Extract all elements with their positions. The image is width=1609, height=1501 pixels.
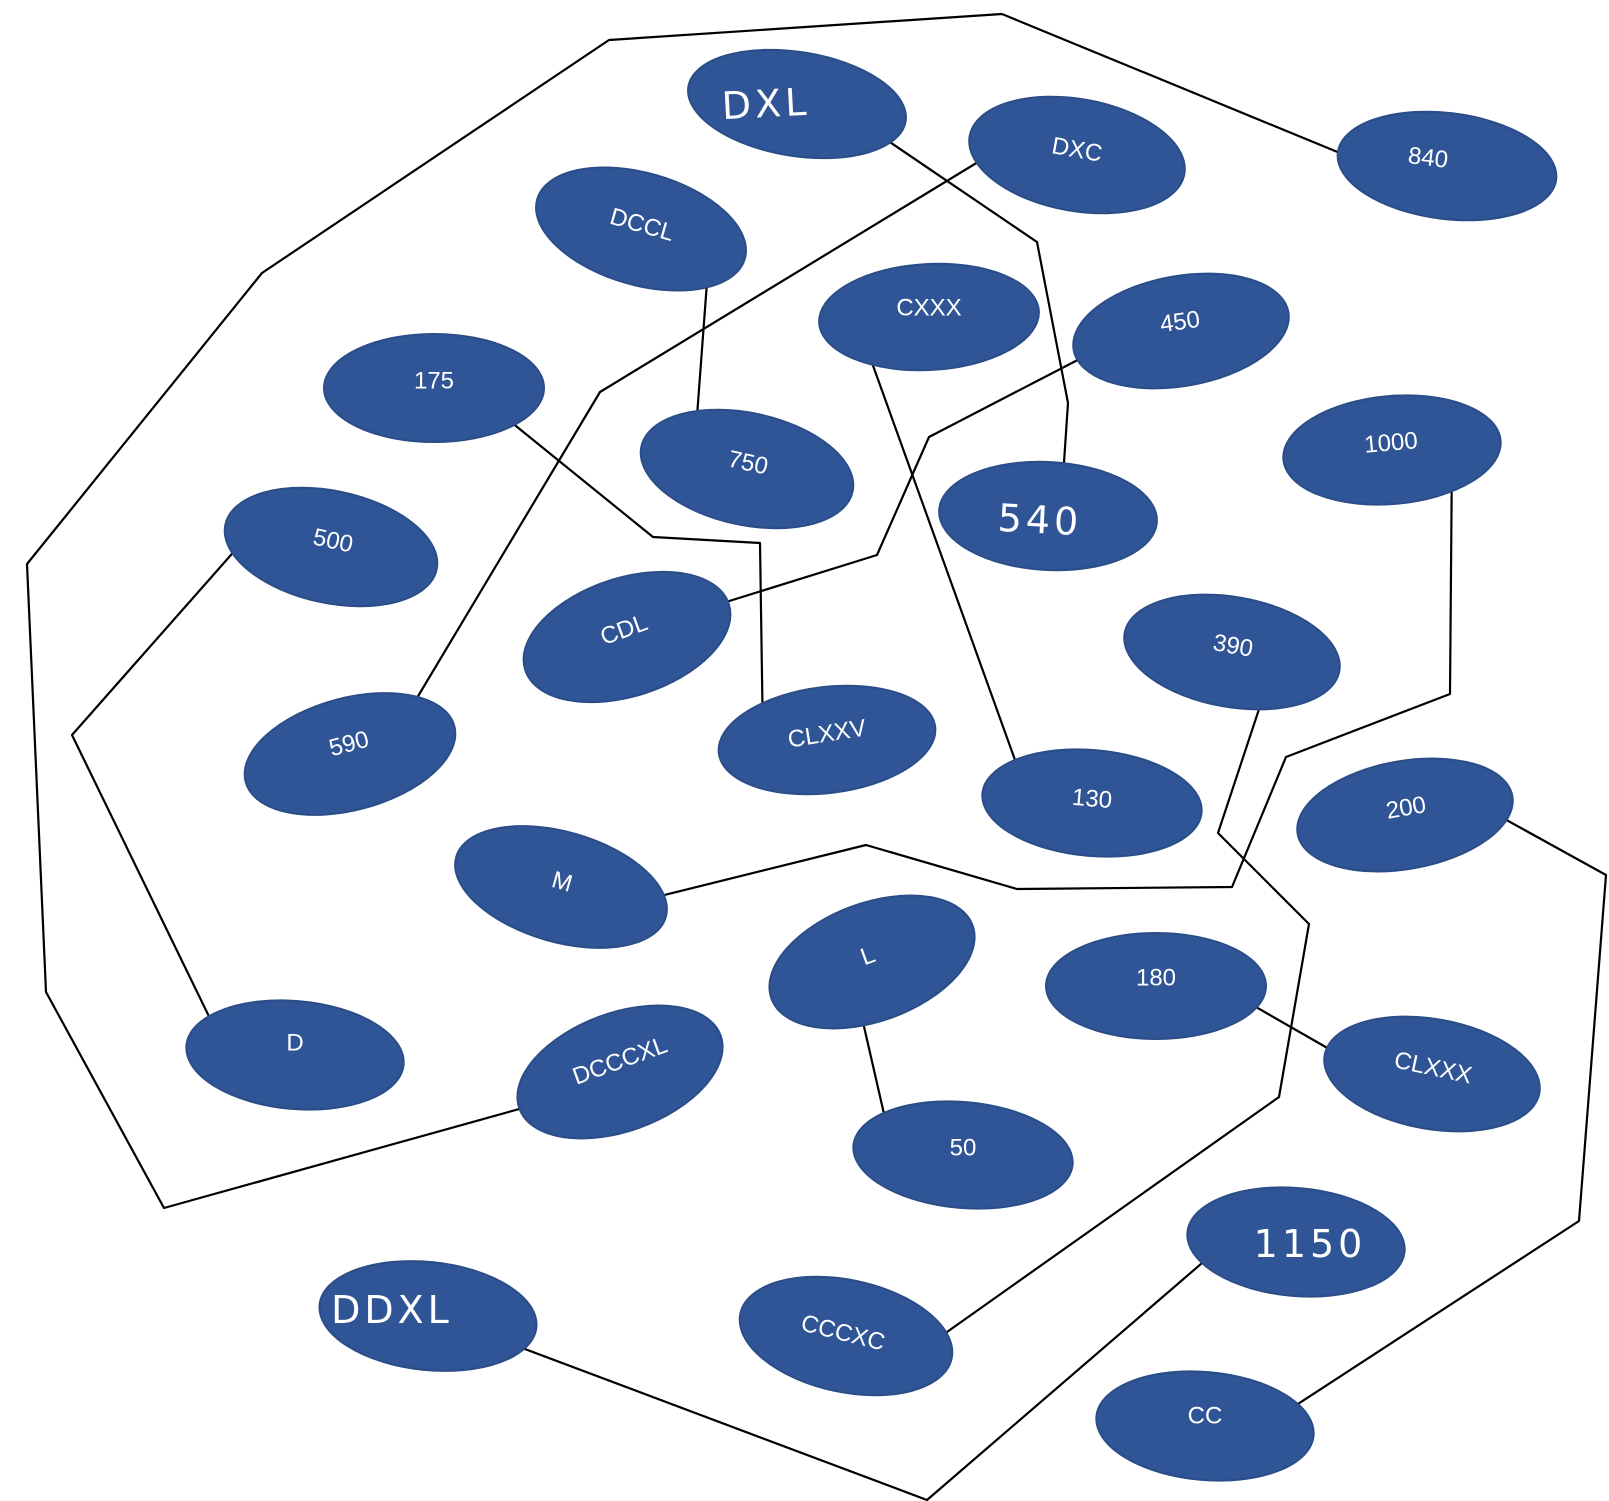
node-840: 840 bbox=[1336, 110, 1558, 222]
node-ddxl: DDXL bbox=[318, 1260, 538, 1372]
node-label: 175 bbox=[414, 368, 454, 395]
node-dxl: DXL bbox=[687, 48, 907, 160]
node-540: 540 bbox=[938, 460, 1158, 572]
line-175-clxxv bbox=[488, 403, 765, 744]
node-label: 450 bbox=[1158, 306, 1201, 338]
line-1000-m bbox=[610, 448, 1454, 910]
node-label: 180 bbox=[1136, 965, 1176, 992]
node-d: D bbox=[185, 999, 405, 1111]
node-cxxx: CXXX bbox=[818, 262, 1040, 372]
node-label: D bbox=[286, 1030, 303, 1057]
node-500: 500 bbox=[223, 486, 439, 608]
node-label: 540 bbox=[997, 496, 1084, 544]
node-label: DXL bbox=[721, 80, 812, 129]
line-200-cc bbox=[1279, 810, 1608, 1417]
line-dcccxl-840 bbox=[25, 12, 1359, 1210]
node-dccl: DCCL bbox=[535, 166, 747, 292]
nodes: DXL DXC 840 DCCL CXXX 450 175 750 bbox=[185, 48, 1558, 1482]
line-dxc-590 bbox=[400, 143, 1008, 725]
node-50: 50 bbox=[852, 1100, 1074, 1210]
node-clxxx: CLXXX bbox=[1323, 1015, 1541, 1133]
node-1150: 1150 bbox=[1186, 1186, 1406, 1298]
node-label: 840 bbox=[1406, 142, 1449, 174]
line-1150-ddxl bbox=[467, 1224, 1247, 1501]
node-clxxv: CLXXV bbox=[717, 684, 937, 796]
node-label: CXXX bbox=[896, 295, 961, 322]
node-175: 175 bbox=[323, 333, 545, 443]
node-cdl: CDL bbox=[522, 570, 732, 704]
node-590: 590 bbox=[243, 692, 457, 816]
node-cccxc: CCCXC bbox=[738, 1275, 954, 1397]
node-label: CC bbox=[1188, 1403, 1223, 1430]
line-cxxx-130 bbox=[860, 333, 1030, 798]
line-500-d bbox=[70, 528, 255, 1039]
node-180: 180 bbox=[1045, 932, 1267, 1040]
node-dcccxl: DCCCXL bbox=[516, 1004, 724, 1140]
line-dxl-540 bbox=[848, 113, 1070, 494]
node-label: 130 bbox=[1071, 784, 1113, 814]
node-label: 1150 bbox=[1254, 1222, 1367, 1266]
node-cc: CC bbox=[1095, 1370, 1315, 1482]
node-200: 200 bbox=[1296, 757, 1514, 873]
node-l: L bbox=[768, 894, 976, 1030]
node-label: DDXL bbox=[331, 1288, 453, 1332]
node-m: M bbox=[454, 825, 668, 949]
node-390: 390 bbox=[1123, 593, 1341, 711]
node-750: 750 bbox=[639, 408, 855, 530]
node-450: 450 bbox=[1072, 272, 1290, 390]
line-390-cccxc bbox=[904, 668, 1311, 1363]
node-130: 130 bbox=[981, 748, 1203, 858]
node-label: 1000 bbox=[1363, 427, 1419, 459]
node-label: 50 bbox=[950, 1135, 977, 1162]
node-dxc: DXC bbox=[968, 95, 1186, 215]
node-1000: 1000 bbox=[1282, 394, 1502, 506]
line-450-cdl bbox=[676, 349, 1097, 619]
